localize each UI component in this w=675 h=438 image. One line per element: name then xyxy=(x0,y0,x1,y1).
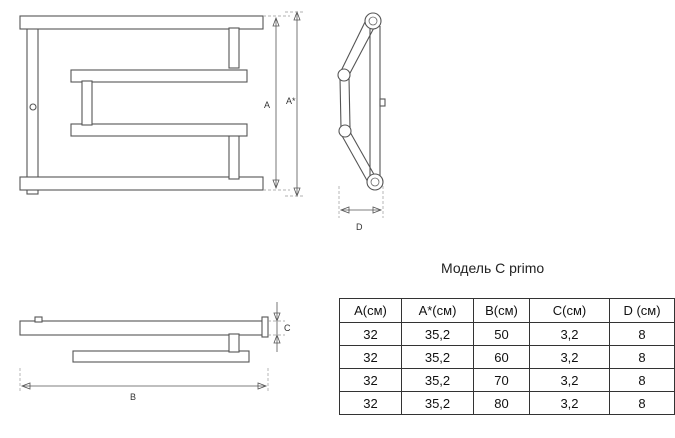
dim-d-label: D xyxy=(356,222,363,232)
top-end-cap xyxy=(261,316,269,338)
top-main-bar xyxy=(19,320,264,336)
table-row: 32 35,2 70 3,2 8 xyxy=(339,368,675,392)
cell-c: 3,2 xyxy=(529,345,610,369)
cell-b: 80 xyxy=(473,391,530,415)
front-right-post-bottom xyxy=(228,134,240,180)
cell-b: 70 xyxy=(473,368,530,392)
front-top-bar xyxy=(19,15,264,30)
dim-a-label: A xyxy=(264,100,270,110)
header-a: A(см) xyxy=(339,298,402,323)
table-header-row: A(см) A*(см) B(см) C(см) D (см) xyxy=(339,298,675,323)
front-upper-inner-bar xyxy=(70,69,248,83)
side-top-joint xyxy=(364,12,382,30)
front-lower-inner-bar xyxy=(70,123,248,137)
header-d: D (см) xyxy=(609,298,675,323)
top-lower-bar xyxy=(72,350,250,363)
table-row: 32 35,2 50 3,2 8 xyxy=(339,322,675,346)
cell-a-star: 35,2 xyxy=(401,391,474,415)
side-bottom-joint xyxy=(366,173,384,191)
header-b: B(см) xyxy=(473,298,530,323)
top-view: C B xyxy=(19,302,291,402)
front-valve-icon xyxy=(29,103,37,111)
front-right-post-top xyxy=(228,27,240,69)
header-c: C(см) xyxy=(529,298,610,323)
dim-b-label: B xyxy=(130,392,136,402)
cell-a: 32 xyxy=(339,391,402,415)
cell-d: 8 xyxy=(609,368,675,392)
front-inner-upright xyxy=(81,80,93,126)
cell-b: 60 xyxy=(473,345,530,369)
top-post xyxy=(228,333,240,353)
cell-d: 8 xyxy=(609,391,675,415)
cell-a-star: 35,2 xyxy=(401,322,474,346)
cell-c: 3,2 xyxy=(529,368,610,392)
top-valve-stub xyxy=(34,316,43,323)
side-mid-joint-bottom xyxy=(338,124,352,138)
spec-table: A(см) A*(см) B(см) C(см) D (см) 32 35,2 … xyxy=(339,298,675,415)
cell-b: 50 xyxy=(473,322,530,346)
side-view: D xyxy=(337,12,386,232)
cell-c: 3,2 xyxy=(529,391,610,415)
cell-a-star: 35,2 xyxy=(401,368,474,392)
side-valve xyxy=(379,98,386,107)
cell-a: 32 xyxy=(339,345,402,369)
table-row: 32 35,2 60 3,2 8 xyxy=(339,345,675,369)
cell-a: 32 xyxy=(339,322,402,346)
cell-d: 8 xyxy=(609,322,675,346)
header-a-star: A*(см) xyxy=(401,298,474,323)
dim-a-star-label: A* xyxy=(286,96,296,106)
front-view: A A* xyxy=(19,10,305,198)
side-mid-joint-top xyxy=(337,68,351,82)
table-row: 32 35,2 80 3,2 8 xyxy=(339,391,675,415)
dim-c-label: C xyxy=(284,323,291,333)
model-title: Модель C primo xyxy=(441,260,545,276)
cell-c: 3,2 xyxy=(529,322,610,346)
cell-a: 32 xyxy=(339,368,402,392)
cell-d: 8 xyxy=(609,345,675,369)
front-bottom-bar xyxy=(19,176,264,191)
cell-a-star: 35,2 xyxy=(401,345,474,369)
